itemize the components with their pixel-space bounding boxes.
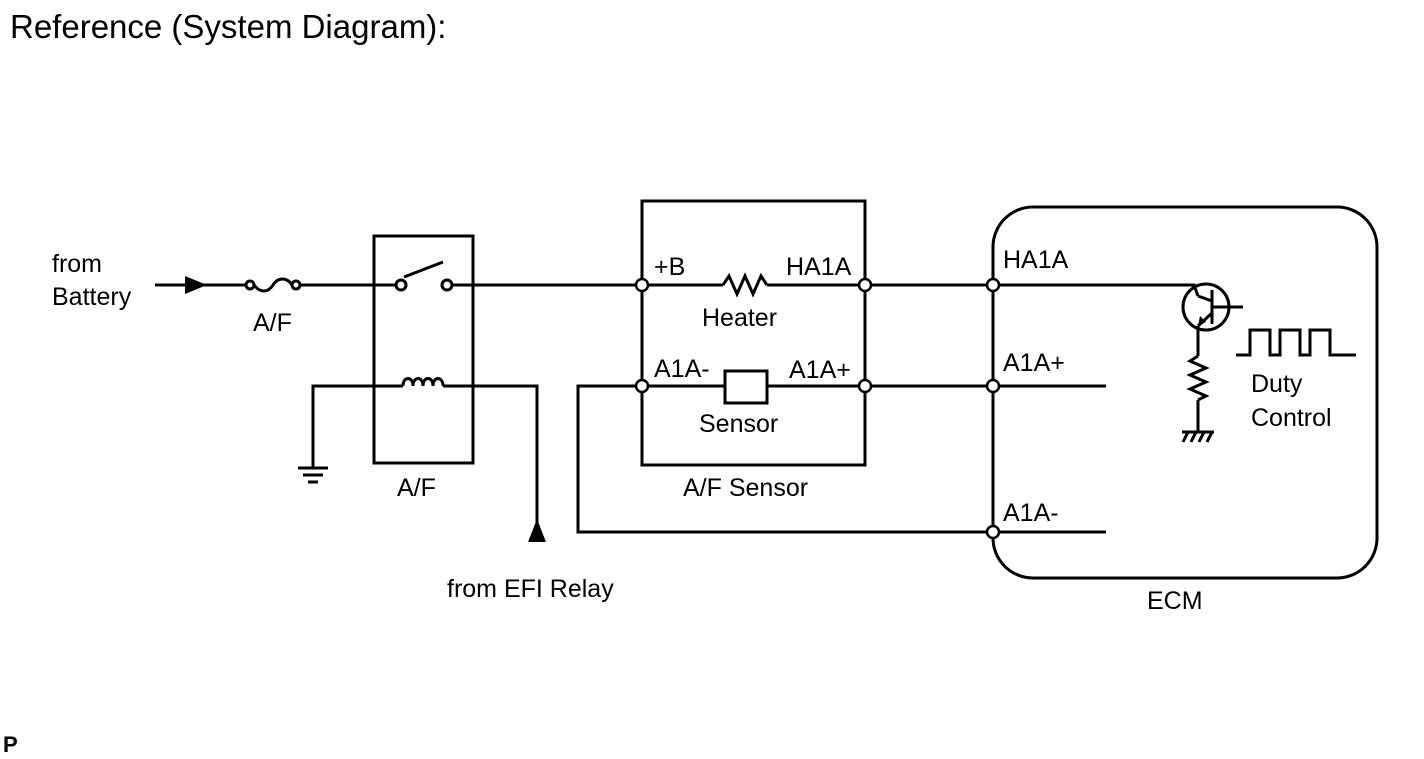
efi-relay-label: from EFI Relay xyxy=(447,575,614,603)
corner-mark: P xyxy=(3,732,18,757)
coil-ground-wire xyxy=(311,384,403,468)
relay-label: A/F xyxy=(397,474,436,502)
sensor-label: Sensor xyxy=(699,410,778,438)
chassis-ground-symbol xyxy=(1181,430,1214,443)
relay-switch xyxy=(394,260,454,292)
duty-label-line2: Control xyxy=(1251,404,1332,432)
af-fuse xyxy=(244,277,302,293)
battery-label-line2: Battery xyxy=(52,283,132,311)
battery-arrow xyxy=(185,276,207,294)
sensor-element xyxy=(723,369,769,405)
battery-label-line1: from xyxy=(52,250,102,278)
duty-label-line1: Duty xyxy=(1251,370,1303,398)
ecm-name: ECM xyxy=(1147,587,1203,615)
terminal-a1a-minus-sensor-label: A1A- xyxy=(654,355,710,383)
coil-efi-wire xyxy=(443,384,539,540)
heater-label: Heater xyxy=(702,304,777,332)
terminal-a1a-plus-ecm xyxy=(985,378,1001,394)
relay-coil xyxy=(401,377,445,387)
terminal-ha1a-ecm-label: HA1A xyxy=(1003,246,1069,274)
terminal-a1a-plus-sensor-label: A1A+ xyxy=(789,356,851,384)
emitter-resistor xyxy=(1186,354,1210,402)
fuse-label: A/F xyxy=(253,309,292,337)
ground-symbol-relay xyxy=(298,466,328,484)
efi-arrow xyxy=(528,519,546,542)
af-sensor-box xyxy=(640,199,867,467)
terminal-ha1a-sensor-label: HA1A xyxy=(786,253,852,281)
duty-pulse-wave xyxy=(1236,328,1356,357)
terminal-ha1a-ecm xyxy=(985,277,1001,293)
heater-resistor xyxy=(721,272,769,298)
af-relay-box xyxy=(372,234,475,465)
terminal-plus-b-label: +B xyxy=(654,253,685,281)
ecm-ha1a-internal-wire xyxy=(993,283,1200,297)
transistor-symbol xyxy=(1181,282,1243,332)
terminal-a1a-plus-ecm-label: A1A+ xyxy=(1003,349,1065,377)
af-sensor-name: A/F Sensor xyxy=(683,474,808,502)
terminal-a1a-plus-sensor xyxy=(857,378,873,394)
a1a-minus-wire xyxy=(576,384,993,534)
terminal-ha1a-sensor xyxy=(857,277,873,293)
page-title: Reference (System Diagram): xyxy=(10,8,447,45)
terminal-a1a-minus-ecm-label: A1A- xyxy=(1003,499,1059,527)
terminal-plus-b xyxy=(634,277,650,293)
terminal-a1a-minus-ecm xyxy=(985,524,1001,540)
terminal-a1a-minus-sensor xyxy=(634,378,650,394)
